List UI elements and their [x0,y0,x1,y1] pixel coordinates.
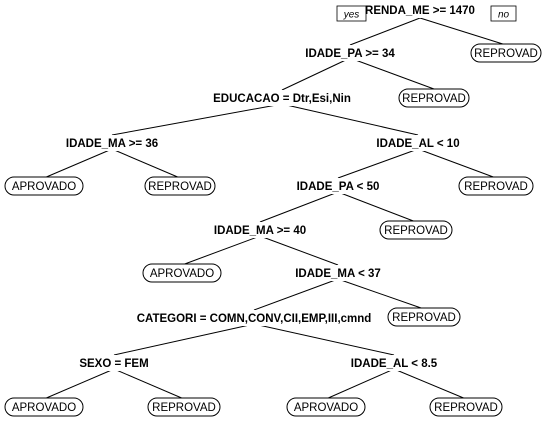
edge-n6-l7 [181,235,261,266]
split-n5: IDADE_PA < 50 [297,181,380,193]
leaf-l10: REPROVAD [147,397,221,417]
edge-n10-l11 [325,368,395,400]
tree-edges [43,17,507,400]
split-root: RENDA_ME >= 1470 [365,5,475,17]
split-n9: SEXO = FEM [79,358,148,370]
edge-n8-n10 [253,323,395,356]
leaf-l7-label: APROVADO [150,268,214,280]
leaf-l8-label: REPROVAD [392,312,456,324]
edge-n7-n8 [253,278,339,311]
split-n4: IDADE_AL < 10 [376,138,459,150]
leaf-l2-label: REPROVAD [402,93,466,105]
leaf-l9-label: APROVADO [12,402,76,414]
edge-n10-l12 [393,368,467,400]
edge-n6-n7 [259,235,339,266]
edge-n5-n6 [259,191,339,223]
split-n2: EDUCACAO = Dtr,Esi,Nin [213,93,351,105]
edge-n3-l4 [111,148,181,179]
edge-n1-l2 [349,57,435,90]
leaf-nodes: REPROVAD REPROVAD APROVADO REPROVAD REPR… [4,43,542,417]
leaf-l5: REPROVAD [458,176,534,196]
leaf-l11: APROVADO [286,397,366,417]
edge-n4-l5 [417,148,497,179]
split-nodes: RENDA_ME >= 1470 IDADE_PA >= 34 EDUCACAO… [64,2,475,371]
leaf-l9: APROVADO [4,397,84,417]
leaf-l8: REPROVAD [387,307,461,327]
leaf-l10-label: REPROVAD [152,402,216,414]
leaf-l2: REPROVAD [398,88,470,108]
split-n7: IDADE_MA < 37 [295,268,381,280]
leaf-l7: APROVADO [142,263,222,283]
edge-n2-n3 [111,103,283,136]
leaf-l12-label: REPROVAD [434,402,498,414]
leaf-l6: REPROVAD [379,220,453,240]
split-n10: IDADE_AL < 8.5 [351,358,438,370]
yes-tag: yes [336,5,367,22]
edge-root-n1 [349,17,421,46]
leaf-l1: REPROVAD [470,43,542,63]
leaf-l4: REPROVAD [144,176,216,196]
edge-n9-l9 [43,368,115,400]
edge-n8-n9 [113,323,255,356]
edge-n2-n4 [281,103,419,136]
yes-label: yes [343,10,360,21]
no-tag: no [490,5,517,22]
edge-root-l1 [419,17,507,46]
leaf-l5-label: REPROVAD [464,181,528,193]
edge-n3-l3 [43,148,113,179]
split-n8: CATEGORI = COMN,CONV,CII,EMP,III,cmnd [137,313,372,325]
leaf-l1-label: REPROVAD [474,48,538,60]
edge-n1-n2 [281,57,351,91]
leaf-l4-label: REPROVAD [148,181,212,193]
edge-n9-l10 [113,368,185,400]
leaf-l12: REPROVAD [429,397,503,417]
edge-n4-n5 [337,148,419,179]
split-n1: IDADE_PA >= 34 [305,48,395,60]
split-n3: IDADE_MA >= 36 [66,138,158,150]
leaf-l11-label: APROVADO [294,402,358,414]
edge-n5-l6 [337,191,417,223]
leaf-l6-label: REPROVAD [384,225,448,237]
leaf-l3-label: APROVADO [12,181,76,193]
edge-n7-l8 [337,278,425,310]
leaf-l3: APROVADO [4,176,84,196]
split-n6: IDADE_MA >= 40 [214,225,306,237]
no-label: no [498,10,510,21]
